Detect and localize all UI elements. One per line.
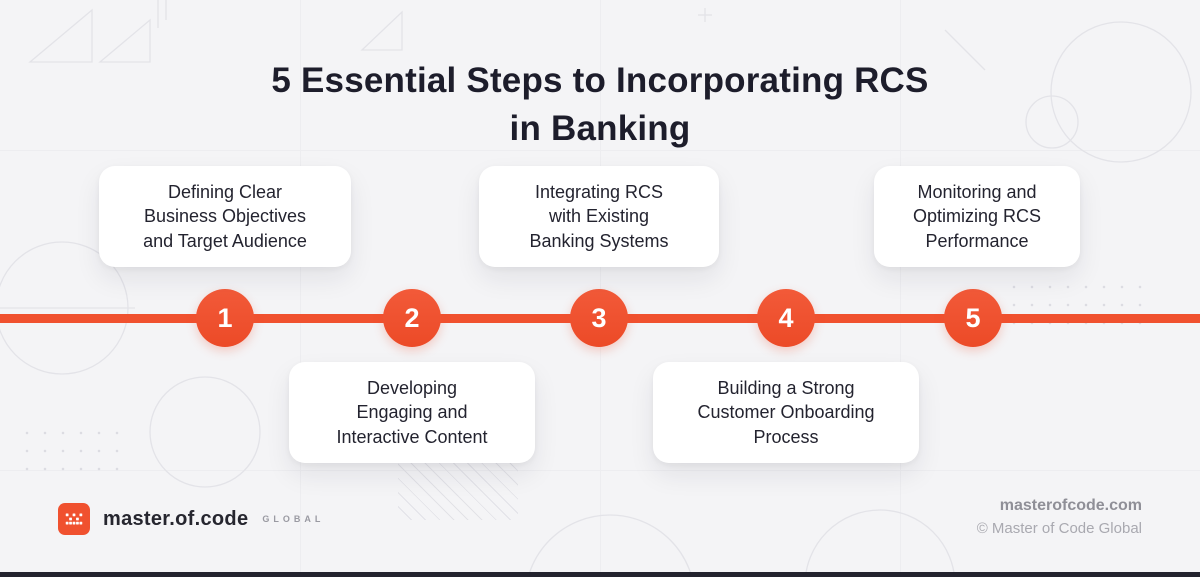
step-label-3: Integrating RCS with Existing Banking Sy…: [529, 182, 669, 251]
step-label-1: Defining Clear Business Objectives and T…: [143, 182, 307, 251]
step-node-4: 4: [757, 289, 815, 347]
step-node-2: 2: [383, 289, 441, 347]
step-label-2: Developing Engaging and Interactive Cont…: [336, 378, 488, 447]
step-card-3: Integrating RCS with Existing Banking Sy…: [479, 166, 719, 267]
step-number-4: 4: [778, 302, 794, 333]
step-number-2: 2: [404, 302, 420, 333]
footer-credits: masterofcode.com © Master of Code Global: [977, 497, 1142, 537]
step-label-5: Monitoring and Optimizing RCS Performanc…: [912, 182, 1042, 251]
step-card-1: Defining Clear Business Objectives and T…: [99, 166, 351, 267]
brand-suffix: GLOBAL: [262, 514, 325, 524]
crown-icon: [65, 513, 83, 525]
step-number-1: 1: [217, 302, 233, 333]
brand-name: master.of.code: [103, 507, 249, 530]
step-node-5: 5: [944, 289, 1002, 347]
step-card-2: Developing Engaging and Interactive Cont…: [289, 362, 535, 463]
bottom-accent-bar: [0, 572, 1200, 577]
decorative-dot-grid: [1005, 278, 1155, 336]
step-number-5: 5: [965, 302, 981, 333]
step-card-4: Building a Strong Customer Onboarding Pr…: [653, 362, 919, 463]
brand-lockup: master.of.code GLOBAL: [58, 503, 324, 535]
step-card-5: Monitoring and Optimizing RCS Performanc…: [874, 166, 1080, 267]
decorative-dot-grid: [18, 424, 128, 472]
decorative-grid-line: [0, 470, 1200, 471]
step-number-3: 3: [591, 302, 607, 333]
website-text: masterofcode.com: [999, 497, 1142, 514]
page-title: 5 Essential Steps to Incorporating RCS i…: [271, 61, 929, 148]
brand-logo: [58, 503, 90, 535]
step-node-1: 1: [196, 289, 254, 347]
copyright-text: © Master of Code Global: [976, 520, 1142, 537]
step-node-3: 3: [570, 289, 628, 347]
step-label-4: Building a Strong Customer Onboarding Pr…: [697, 378, 875, 447]
